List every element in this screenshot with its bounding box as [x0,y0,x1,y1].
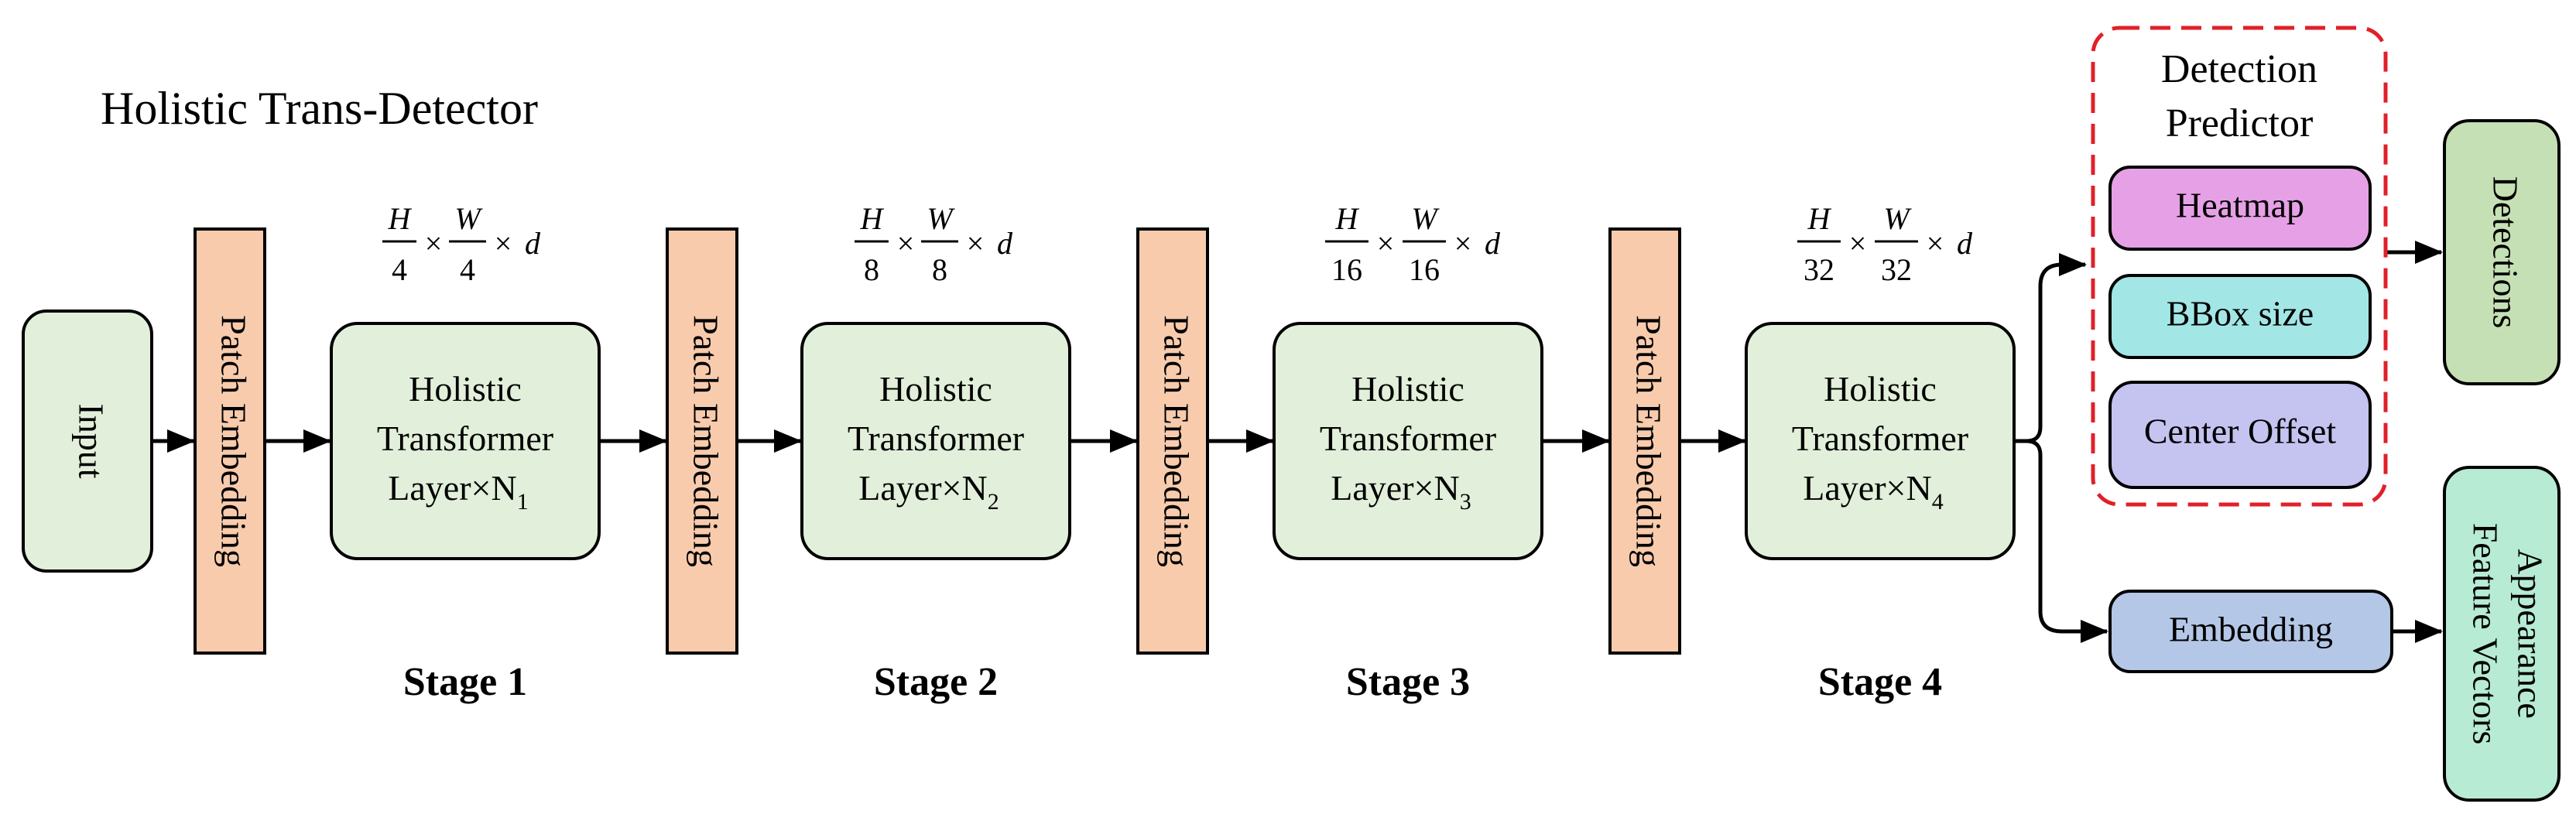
layer-line2: Transformer [1320,419,1496,458]
dim-times: × [425,226,443,261]
layer-line3: Layer×N1 [388,468,528,515]
patch-embedding-3: Patch Embedding [1136,227,1209,655]
predictor-title-line2: Predictor [2166,101,2314,145]
embedding-box [2108,590,2393,673]
dim-d: d [997,226,1013,261]
dim-w: W [454,201,483,236]
dim-denominator: 16 [1331,252,1362,287]
dim-times: × [495,226,512,261]
arrow-stage4-to-predictor [2014,253,2087,443]
input-label: Input [71,403,111,478]
heatmap-head [2108,166,2372,251]
dim-w: W [927,201,955,236]
diagram-title: Holistic Trans-Detector [101,83,538,134]
patch-embedding-box [1136,227,1209,655]
dim-h: H [1807,201,1832,236]
layer-line1: Holistic [879,369,992,409]
layer-line2: Transformer [377,419,553,458]
flow-arrows [152,241,2443,643]
dimension-formula: H 16 × W 16 × d [1325,201,1501,287]
dimension-formula: H 32 × W 32 × d [1797,201,1973,287]
bbox-size-label: BBox size [2167,294,2314,333]
center-offset-head [2108,381,2372,489]
patch-embedding-box [666,227,738,655]
appearance-line1: Appearance [2510,549,2550,719]
dim-denominator: 16 [1409,252,1440,287]
arrow-stage4-to-embedding [2026,439,2108,643]
embedding-label: Embedding [2169,610,2333,649]
layer-line1: Holistic [1351,369,1464,409]
detections-node: Detections [2443,119,2561,385]
patch-embedding-label: Patch Embedding [686,315,725,567]
patch-embedding-1: Patch Embedding [194,227,266,655]
layer-line1: Holistic [1824,369,1937,409]
dim-w: W [1883,201,1912,236]
stage-3: Holistic Transformer Layer×N3 Stage 3 H … [1273,201,1543,704]
patch-embedding-label: Patch Embedding [1629,315,1668,567]
patch-embedding-label: Patch Embedding [214,315,253,567]
embedding-node: Embedding [2108,590,2393,673]
stage-4: Holistic Transformer Layer×N4 Stage 4 H … [1745,201,2016,704]
detection-predictor: Detection Predictor Heatmap BBox size Ce… [2091,26,2388,507]
dim-d: d [525,226,541,261]
dim-denominator: 8 [932,252,947,287]
patch-embedding-box [194,227,266,655]
dim-h: H [388,201,413,236]
dim-w: W [1411,201,1440,236]
input-node: Input [22,310,153,573]
dim-times: × [1377,226,1395,261]
predictor-border [2091,26,2388,507]
layer-line3: Layer×N3 [1331,468,1471,515]
layer-line3: Layer×N2 [858,468,999,515]
layer-line1: Holistic [409,369,522,409]
layer-line2: Transformer [848,419,1024,458]
detections-box [2443,119,2561,385]
dim-h: H [860,201,885,236]
patch-embedding-4: Patch Embedding [1608,227,1681,655]
bbox-size-head [2108,274,2372,359]
heatmap-label: Heatmap [2176,186,2304,225]
stage-2: Holistic Transformer Layer×N2 Stage 2 H … [800,201,1071,704]
stage-label: Stage 2 [874,660,998,704]
stage-label: Stage 3 [1346,660,1470,704]
dim-d: d [1485,226,1501,261]
detections-label: Detections [2485,176,2525,329]
appearance-box [2443,466,2561,802]
patch-embedding-box [1608,227,1681,655]
dim-denominator: 4 [392,252,407,287]
dim-denominator: 32 [1881,252,1912,287]
dim-denominator: 4 [460,252,475,287]
patch-embedding-2: Patch Embedding [666,227,738,655]
dim-d: d [1957,226,1973,261]
patch-embedding-label: Patch Embedding [1156,315,1196,567]
dim-denominator: 8 [864,252,879,287]
dim-times: × [1454,226,1472,261]
dim-times: × [1927,226,1944,261]
dimension-formula: H 8 × W 8 × d [855,201,1013,287]
dim-times: × [967,226,985,261]
dim-times: × [897,226,915,261]
dim-h: H [1335,201,1360,236]
stage-1: Holistic Transformer Layer×N1 Stage 1 H … [330,201,601,704]
layer-line2: Transformer [1792,419,1968,458]
center-offset-label: Center Offset [2144,412,2336,451]
dim-times: × [1849,226,1867,261]
predictor-title-line1: Detection [2161,47,2317,91]
stage-label: Stage 4 [1818,660,1942,704]
appearance-node: Appearance Feature Vectors [2443,466,2561,802]
dim-denominator: 32 [1804,252,1834,287]
appearance-line2: Feature Vectors [2465,523,2505,745]
stage-label: Stage 1 [403,660,527,704]
dimension-formula: H 4 × W 4 × d [382,201,541,287]
layer-line3: Layer×N4 [1803,468,1943,515]
